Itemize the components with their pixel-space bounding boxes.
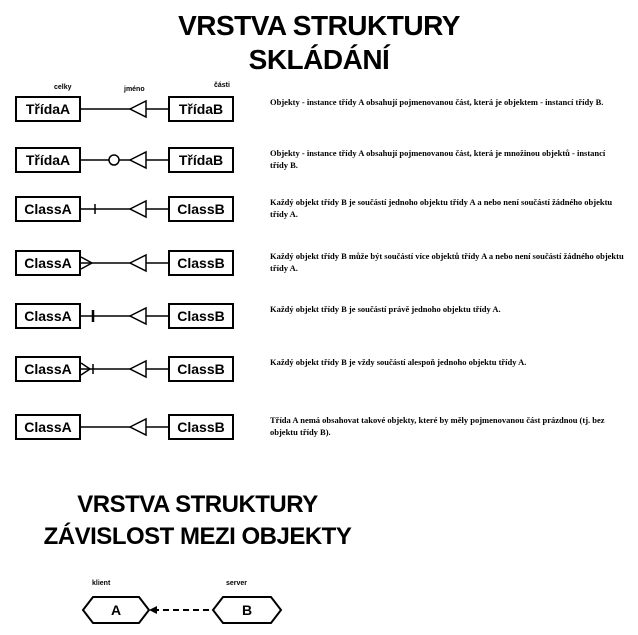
- aggregation-row: ClassA ClassB Každý objekt třídy B může bý…: [0, 250, 638, 290]
- aggregation-row: TřídaA TřídaB Objekty - instance třídy A o…: [0, 96, 638, 136]
- title-line-1: VRSTVA STRUKTURY: [178, 10, 460, 41]
- row-description: Každý objekt třídy B je vždy součástí al…: [270, 357, 527, 367]
- class-b-box: ClassB: [168, 414, 234, 440]
- connector: [80, 253, 168, 273]
- aggregation-triangle: [128, 150, 147, 170]
- aggregation-row: ClassA ClassB Každý objekt třídy B je vždy…: [0, 356, 638, 396]
- class-a-box: ClassA: [15, 196, 81, 222]
- aggregation-triangle: [128, 306, 147, 326]
- aggregation-row: TřídaA TřídaB Objekty - instance třídy A o…: [0, 147, 638, 187]
- server-label: B: [242, 602, 252, 618]
- row-description: Každý objekt třídy B je součástí jednoho…: [270, 197, 613, 219]
- crowfoot-upper: [80, 256, 93, 264]
- connector: [80, 359, 168, 379]
- row-description: Každý objekt třídy B může být součástí v…: [270, 251, 624, 273]
- second-title-line-1: VRSTVA STRUKTURY: [77, 491, 318, 518]
- crowfoot-lower: [80, 262, 93, 270]
- row-description: Objekty - instance třídy A obsahují pojm…: [270, 148, 606, 170]
- multiplicity-circle: [108, 154, 120, 166]
- dependency-arrowhead: [149, 606, 157, 614]
- label-klient: klient: [92, 580, 111, 587]
- aggregation-triangle: [128, 99, 147, 119]
- class-a-box: ClassA: [15, 414, 81, 440]
- connector: [81, 199, 168, 219]
- class-a-box: ClassA: [15, 303, 81, 329]
- label-server: server: [226, 580, 248, 587]
- aggregation-triangle: [128, 359, 147, 379]
- crowfoot-upper: [80, 362, 91, 370]
- class-b-box: ClassB: [168, 196, 234, 222]
- row-description: Objekty - instance třídy A obsahují pojm…: [270, 97, 604, 107]
- server-hexagon: [211, 596, 283, 624]
- connector: [81, 99, 168, 119]
- class-b-box: TřídaB: [168, 96, 234, 122]
- aggregation-triangle: [128, 199, 147, 219]
- class-b-box: ClassB: [168, 303, 234, 329]
- class-b-box: ClassB: [168, 356, 234, 382]
- aggregation-triangle: [128, 417, 147, 437]
- connector: [81, 417, 168, 437]
- class-a-box: ClassA: [15, 356, 81, 382]
- connector: [81, 306, 168, 326]
- row-description: Každý objekt třídy B je součástí právě j…: [270, 304, 501, 314]
- class-b-box: ClassB: [168, 250, 234, 276]
- connector: [81, 150, 168, 170]
- dependency-diagram: A B: [81, 596, 283, 624]
- class-a-box: TřídaA: [15, 147, 81, 173]
- client-label: A: [111, 602, 121, 618]
- label-casti: části: [214, 82, 230, 89]
- title-line-2: SKLÁDÁNÍ: [248, 44, 390, 75]
- label-jmeno: jméno: [124, 86, 145, 93]
- row-description: Třída A nemá obsahovat takové objekty, k…: [270, 415, 605, 437]
- aggregation-triangle: [128, 253, 147, 273]
- aggregation-row: ClassA ClassB Třída A nemá obsahovat takov…: [0, 414, 638, 454]
- class-b-box: TřídaB: [168, 147, 234, 173]
- crowfoot-lower: [80, 368, 91, 376]
- class-a-box: TřídaA: [15, 96, 81, 122]
- label-celky: celky: [54, 84, 72, 91]
- aggregation-row: ClassA ClassB Každý objekt třídy B je souč…: [0, 303, 638, 343]
- aggregation-row: ClassA ClassB Každý objekt třídy B je souč…: [0, 196, 638, 236]
- class-a-box: ClassA: [15, 250, 81, 276]
- second-title-line-2: ZÁVISLOST MEZI OBJEKTY: [43, 523, 352, 550]
